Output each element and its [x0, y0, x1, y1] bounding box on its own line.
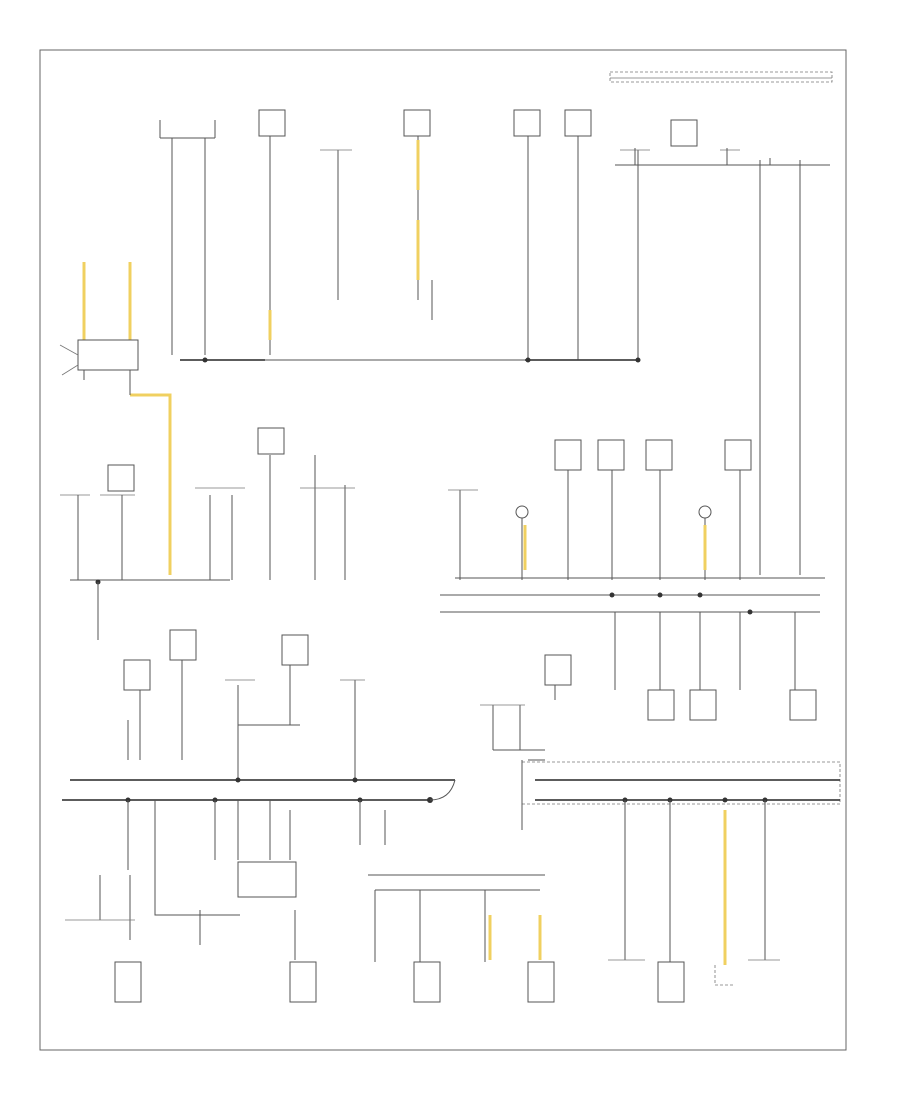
connector-block — [657, 961, 685, 1003]
middle-section — [60, 439, 825, 780]
connector-block — [289, 961, 317, 1003]
connector-block — [107, 464, 135, 492]
connector-block — [647, 689, 675, 721]
region-outline-lower-right — [521, 761, 841, 805]
connector-block — [597, 439, 625, 471]
connector-block — [114, 961, 142, 1003]
highlight-wire — [130, 393, 172, 575]
connector-block — [645, 439, 673, 471]
connector-block — [527, 961, 555, 1003]
lamp-symbol — [515, 505, 529, 519]
connector-block — [281, 634, 309, 666]
connector-block — [413, 961, 441, 1003]
connector-block — [670, 119, 698, 147]
lower-section — [62, 759, 841, 1003]
lamp-symbol — [698, 505, 712, 519]
connector-block — [689, 689, 717, 721]
connector-block — [169, 629, 197, 661]
connector-block — [789, 689, 817, 721]
connector-block — [237, 861, 297, 898]
diagram-border — [39, 49, 847, 1051]
connector-block — [513, 109, 541, 137]
connector-block — [564, 109, 592, 137]
connector-block — [258, 109, 286, 137]
connector-block — [544, 654, 572, 686]
connector-block — [403, 109, 431, 137]
connector-block — [123, 659, 151, 691]
connector-block — [257, 427, 285, 455]
connector-block — [554, 439, 582, 471]
top-section — [59, 71, 833, 575]
junction-box — [77, 339, 139, 371]
region-outline-top-right — [609, 71, 833, 83]
connector-block — [724, 439, 752, 471]
